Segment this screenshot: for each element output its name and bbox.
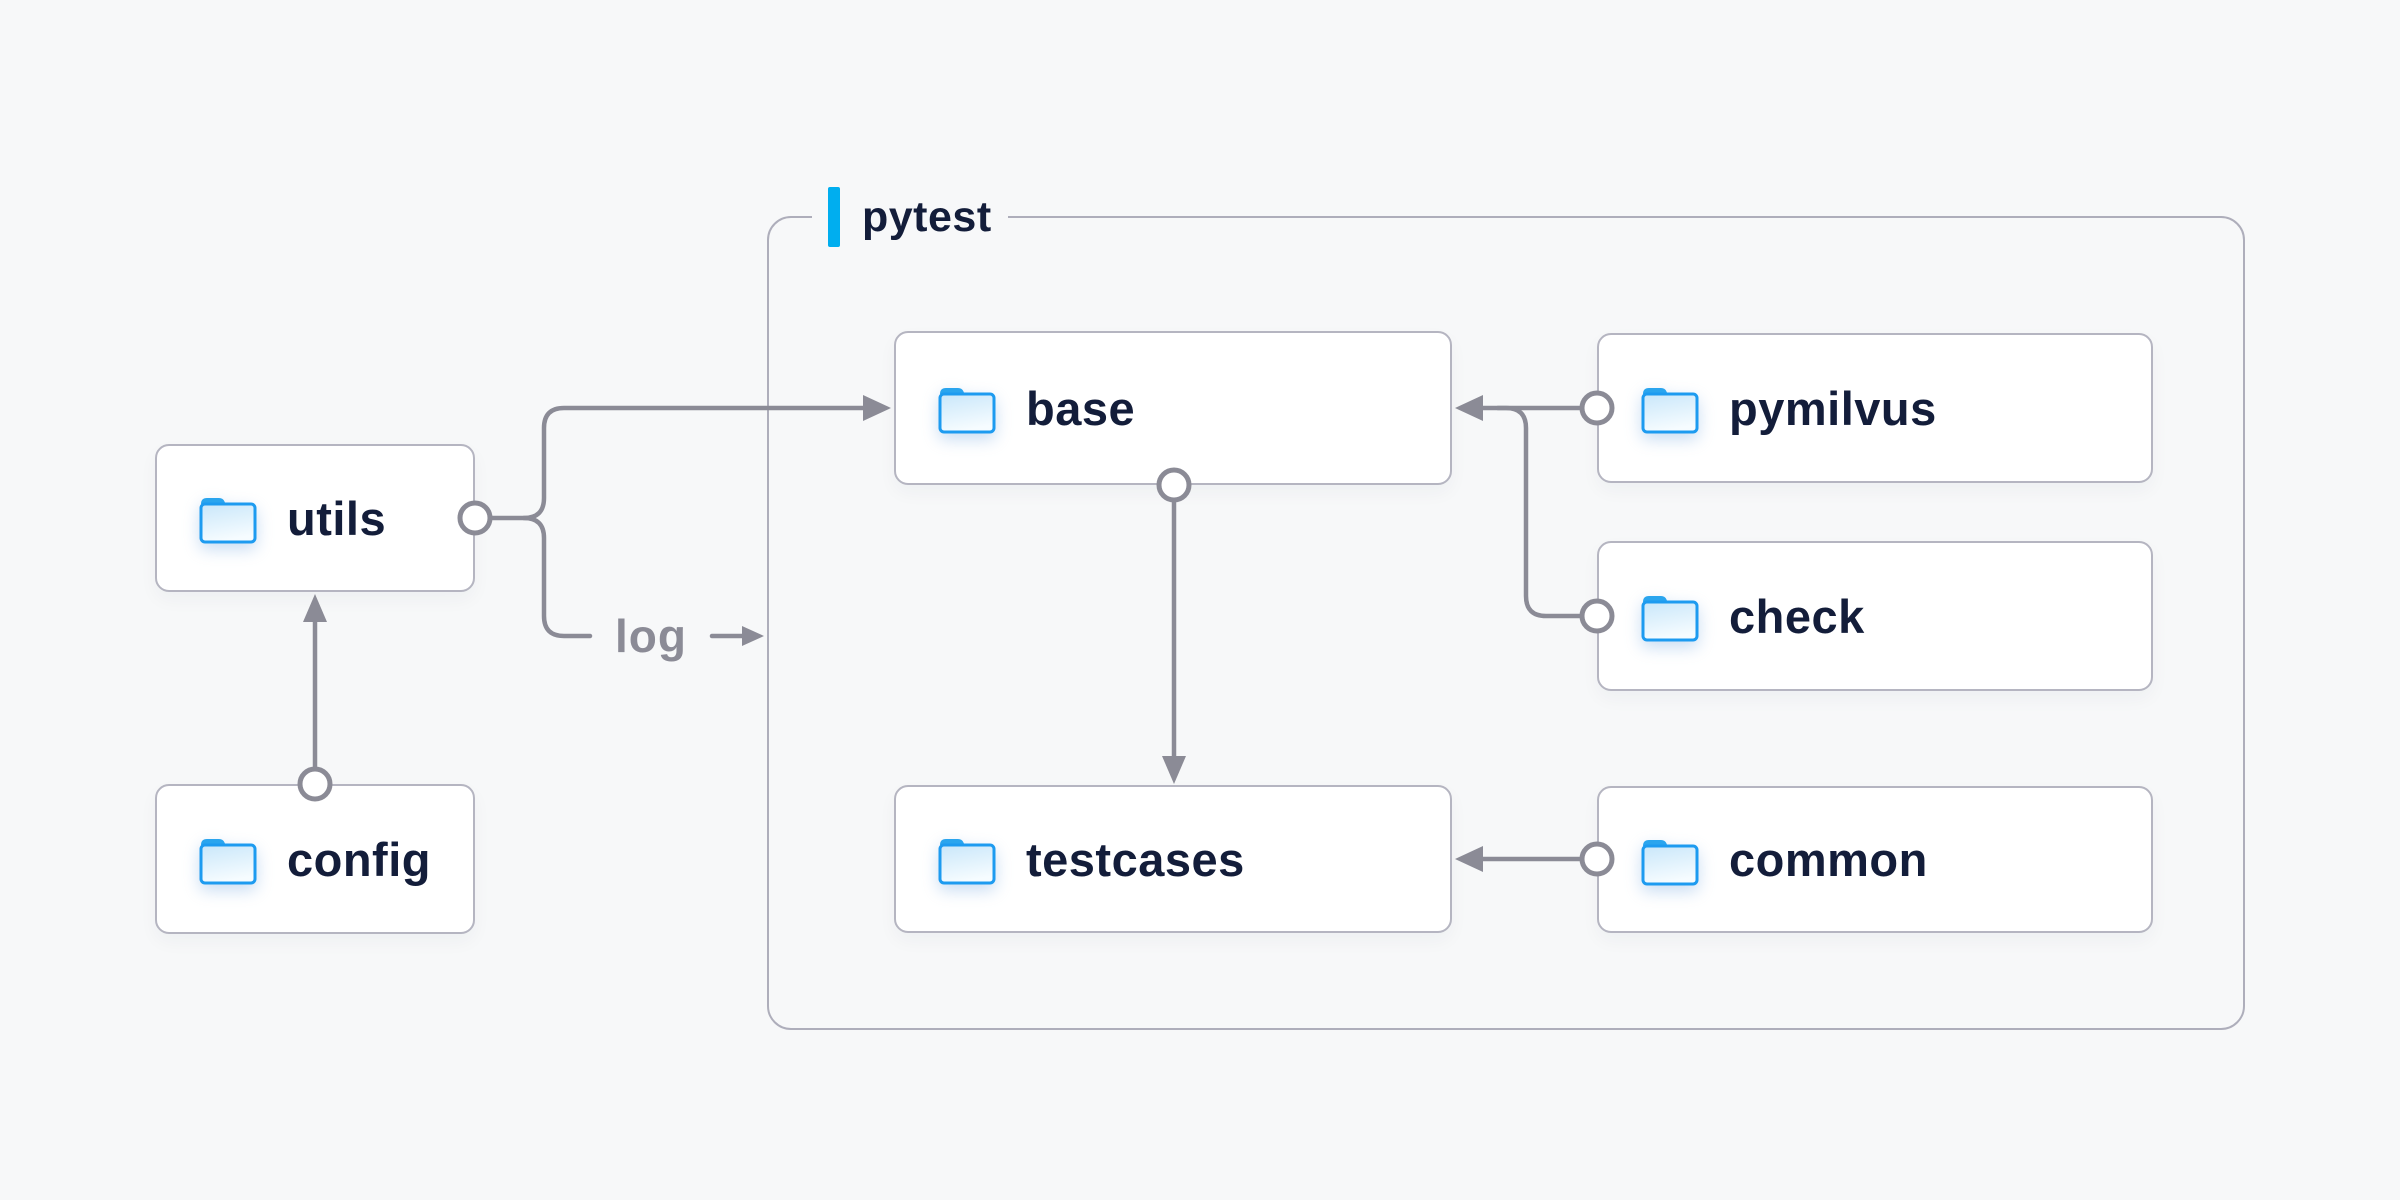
node-check: check xyxy=(1597,541,2153,691)
node-common: common xyxy=(1597,786,2153,933)
folder-icon xyxy=(1641,596,1699,642)
node-testcases: testcases xyxy=(894,785,1452,933)
folder-icon xyxy=(199,839,257,885)
folder-icon xyxy=(1641,839,1699,885)
edge-config-utils xyxy=(297,594,333,802)
node-pymilvus: pymilvus xyxy=(1597,333,2153,483)
accent-bar xyxy=(828,187,840,247)
group-label-text: pytest xyxy=(862,192,992,241)
edge-label-log: log xyxy=(615,610,687,662)
node-config: config xyxy=(155,784,475,934)
node-utils: utils xyxy=(155,444,475,592)
group-container-pytest xyxy=(767,216,2245,1030)
node-label: pymilvus xyxy=(1729,381,1937,435)
node-label: check xyxy=(1729,589,1865,643)
node-label: common xyxy=(1729,833,1928,886)
arrowhead-right xyxy=(742,626,764,646)
folder-icon xyxy=(199,498,257,544)
group-label-pytest: pytest xyxy=(812,186,1008,248)
folder-icon xyxy=(938,388,996,434)
folder-icon xyxy=(938,839,996,885)
node-label: base xyxy=(1026,381,1136,435)
node-label: utils xyxy=(287,491,387,545)
node-label: testcases xyxy=(1026,832,1245,886)
node-label: config xyxy=(287,832,431,886)
arrowhead-up xyxy=(303,594,327,622)
folder-icon xyxy=(1641,388,1699,434)
node-base: base xyxy=(894,331,1452,485)
